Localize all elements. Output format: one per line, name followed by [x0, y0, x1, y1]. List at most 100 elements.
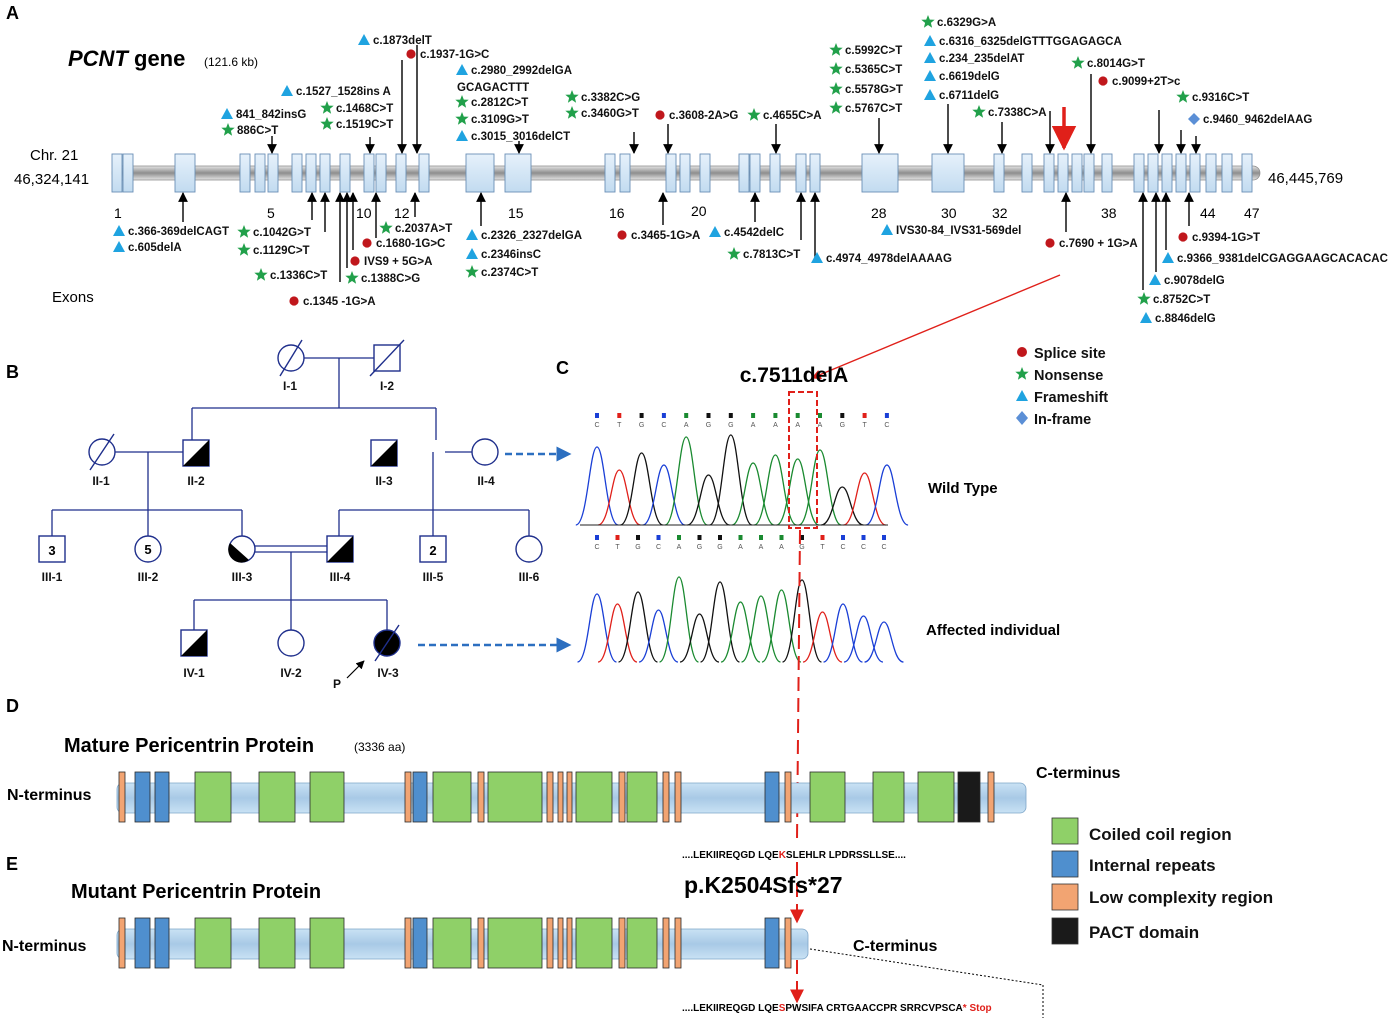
nonsense-icon [465, 265, 479, 278]
exon-box [795, 153, 807, 193]
exon-box [375, 153, 387, 193]
splice-site-marker [1017, 347, 1027, 357]
pedigree-id: IV-2 [280, 666, 302, 680]
exon-box [931, 153, 965, 193]
nonsense-icon [829, 62, 843, 75]
mutation: c.1129C>T [237, 243, 310, 257]
seq-mut-body: PWSIFA CRTGAACCPR SRRCVPSCA [785, 1003, 962, 1014]
mutation-label: c.5578G>T [845, 84, 903, 96]
exon-box [239, 153, 251, 193]
mutation-label: c.5767C>T [845, 103, 902, 115]
base-tick [800, 535, 804, 540]
mutation-label: IVS30-84_IVS31-569del [896, 225, 1021, 237]
chromatogram-peak [597, 469, 641, 526]
exon-box [1161, 153, 1173, 193]
base-tick [697, 535, 702, 540]
internal-repeat-domain [134, 771, 151, 823]
exon-box [418, 153, 430, 193]
mutation: c.3382C>G [565, 90, 640, 104]
low-complexity-domain [674, 771, 682, 823]
exon-box [993, 153, 1005, 193]
splice-site-icon [362, 238, 372, 248]
exon-box [395, 153, 407, 193]
gene-size: (121.6 kb) [204, 55, 258, 69]
female-unaffected [277, 629, 305, 657]
mutation-label: c.2326_2327delGA [481, 230, 582, 242]
exon-number: 28 [871, 205, 887, 221]
internal-repeat-domain [154, 771, 170, 823]
internal-repeat-domain [154, 917, 170, 969]
base-call: A [779, 544, 784, 551]
mutation: c.2326_2327delGA [466, 229, 582, 242]
coiled-coil-domain [487, 917, 543, 969]
pedigree-id: III-3 [232, 570, 253, 584]
mutation-label: c.8014G>T [1087, 58, 1145, 70]
mutation: c.7338C>A [972, 105, 1047, 119]
legend-splice: Splice site [1034, 346, 1106, 362]
exon-box [1205, 153, 1217, 193]
mutation-label: GCAGACTTT [457, 82, 529, 94]
exon-numbers: 1 5 10 12 15 16 20 28 30 32 38 44 47 [114, 203, 1260, 221]
mutation: c.3608-2A>G [655, 110, 738, 122]
female-unaffected [471, 438, 499, 466]
exon-number: 30 [941, 205, 957, 221]
frameshift-icon [1149, 274, 1161, 285]
low-complexity-domain [404, 771, 412, 823]
pedigree-id: III-4 [330, 570, 351, 584]
mutation-label: c.9366_9381delCGAGGAAGCACACAC [1177, 253, 1388, 265]
mutation: c.7813C>T [727, 247, 800, 261]
coiled-coil-domain [487, 771, 543, 823]
base-call: G [706, 422, 711, 429]
base-tick [773, 413, 778, 418]
chromatogram-peak [709, 434, 753, 526]
exon-box [122, 153, 134, 193]
female-sibship [134, 535, 162, 563]
coiled-coil-domain [258, 917, 296, 969]
exon-box [1175, 153, 1187, 193]
nonsense-icon [345, 271, 359, 284]
chromatogram-peak [843, 615, 884, 663]
legend-inframe: In-frame [1034, 412, 1091, 428]
panel-label-c: C [556, 358, 569, 378]
mutation-label: c.1345 -1G>A [303, 296, 376, 308]
mutation-label: c.3382C>G [581, 92, 640, 104]
chromatogram-peak [741, 595, 781, 663]
chromatogram-peak [843, 472, 887, 526]
mutation-label: c.9099+2T>c [1112, 76, 1181, 88]
frameshift-icon [221, 108, 233, 119]
exon-box [1189, 153, 1201, 193]
gene-start-coordinate: 46,324,141 [14, 171, 89, 188]
frameshift-marker [1016, 390, 1028, 401]
base-tick [862, 413, 867, 418]
exon-box [174, 153, 196, 193]
mutation: c.3465-1G>A [617, 230, 700, 242]
mutation-label: c.9316C>T [1192, 92, 1249, 104]
nonsense-icon [565, 90, 579, 103]
base-call: T [862, 422, 867, 429]
mutation-label: c.2037A>T [395, 223, 452, 235]
mutation-label: c.1937-1G>C [420, 49, 489, 61]
nonsense-icon [221, 123, 235, 136]
exon-number: 32 [992, 205, 1008, 221]
mutation: IVS9 + 5G>A [350, 256, 432, 268]
domain-legend: Coiled coil region Internal repeats Low … [1051, 817, 1273, 945]
pedigree-id: I-1 [283, 379, 297, 393]
mutation: c.1519C>T [320, 117, 393, 131]
mutation: c.6711delG [924, 89, 999, 102]
seq-wt-prefix: ....LEKIIREQGD LQE [682, 850, 779, 861]
mutation: c.2374C>T [465, 265, 538, 279]
panel-label-e: E [6, 854, 18, 874]
mutation: c.1873delT [358, 34, 432, 47]
mature-protein-domains [118, 771, 995, 823]
base-call: G [635, 544, 640, 551]
chromatogram-peak [638, 609, 679, 663]
mutation: IVS30-84_IVS31-569del [881, 224, 1021, 237]
seq-wt-residue: K [779, 850, 787, 861]
coiled-coil-domain [917, 771, 955, 823]
male-sibship [419, 535, 447, 563]
mutation-label: c.4542delC [724, 227, 784, 239]
legend-lowc: Low complexity region [1089, 888, 1273, 907]
frameshift-icon [709, 226, 721, 237]
mutant-n-terminus: N-terminus [2, 938, 87, 955]
exon-number: 1 [114, 205, 122, 221]
